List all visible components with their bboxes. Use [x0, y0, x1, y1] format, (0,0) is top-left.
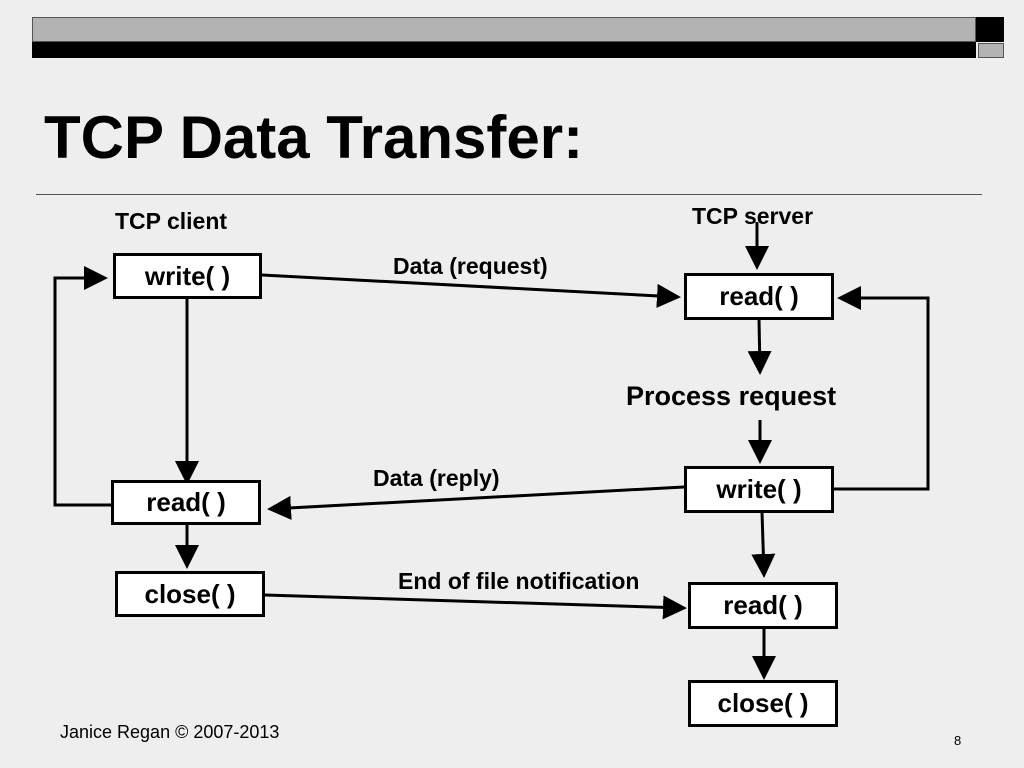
header-bar-gray	[32, 17, 976, 42]
slide-title: TCP Data Transfer:	[44, 104, 584, 171]
client-close-box: close( )	[115, 571, 265, 617]
server-read-box: read( )	[684, 273, 834, 320]
server-write-box: write( )	[684, 466, 834, 513]
footer-copyright: Janice Regan © 2007-2013	[60, 722, 280, 742]
arrow-client-loop	[53, 266, 111, 507]
header-bar-black	[32, 42, 976, 58]
header-corner-black	[976, 17, 1004, 42]
client-read-box: read( )	[111, 480, 261, 525]
arrow-request	[261, 273, 681, 308]
eof-label: End of file notification	[398, 568, 640, 594]
server-header: TCP server	[692, 203, 814, 229]
process-request-label: Process request	[626, 381, 837, 411]
header-corner-gray	[978, 43, 1004, 58]
arrow-eof	[264, 593, 687, 620]
arrow-server-write-read2	[751, 511, 776, 578]
client-write-box: write( )	[113, 253, 262, 299]
arrow-server-loop	[833, 286, 930, 491]
arrow-reply	[267, 485, 685, 520]
reply-label: Data (reply)	[373, 465, 500, 491]
server-read2-box: read( )	[688, 582, 838, 629]
title-divider	[36, 194, 982, 195]
page-number: 8	[954, 733, 962, 748]
server-close-box: close( )	[688, 680, 838, 727]
request-label: Data (request)	[393, 253, 548, 279]
client-header: TCP client	[115, 208, 228, 234]
arrow-server-read-process	[747, 318, 772, 375]
